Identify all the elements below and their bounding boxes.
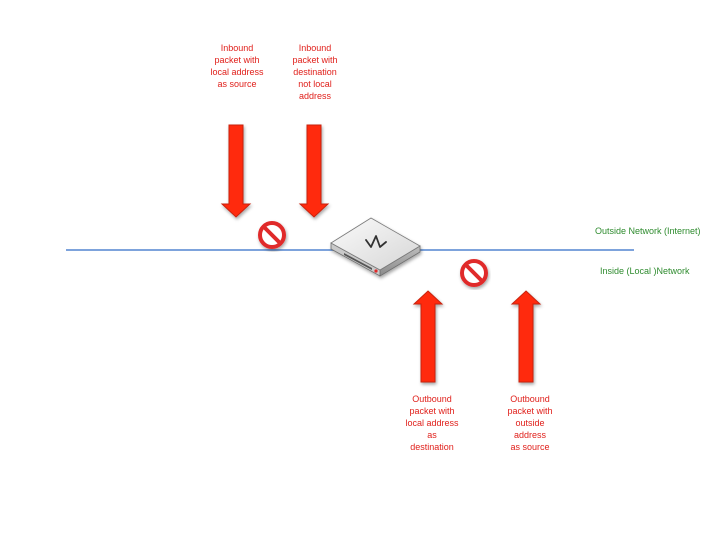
- outbound-arrow-local-destination: [412, 290, 444, 383]
- label-outbound-outside-source: Outbound packet with outside address as …: [507, 394, 553, 452]
- label-outbound-local-destination: Outbound packet with local address as de…: [405, 394, 459, 452]
- label-outside-network: Outside Network (Internet): [595, 226, 701, 236]
- label-inbound-local-source: Inbound packet with local address as sou…: [210, 43, 264, 89]
- inbound-arrow-local-source: [220, 124, 252, 218]
- no-entry-icon: [460, 259, 488, 287]
- label-inbound-not-local-destination: Inbound packet with destination not loca…: [292, 43, 338, 101]
- firewall-device-icon: [330, 217, 421, 277]
- outbound-arrow-outside-source: [510, 290, 542, 383]
- label-inside-network: Inside (Local )Network: [600, 266, 690, 276]
- inbound-arrow-not-local-destination: [298, 124, 330, 218]
- no-entry-icon: [258, 221, 286, 249]
